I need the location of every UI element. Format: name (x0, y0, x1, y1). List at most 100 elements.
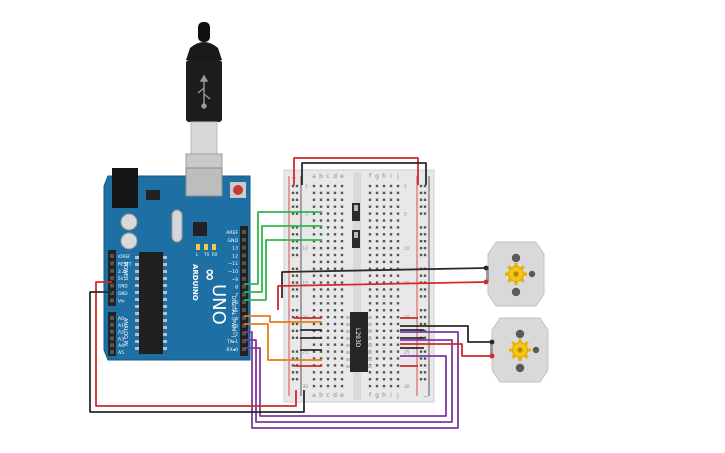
breadboard-hole[interactable] (382, 212, 386, 215)
power-pin-socket[interactable] (110, 261, 114, 266)
breadboard-hole[interactable] (333, 246, 337, 250)
rail-hole[interactable] (291, 371, 295, 374)
breadboard-hole[interactable] (389, 233, 393, 236)
rail-hole[interactable] (295, 191, 299, 195)
breadboard-hole[interactable] (319, 288, 323, 291)
breadboard-hole[interactable] (333, 322, 337, 326)
breadboard-hole[interactable] (396, 246, 400, 250)
rail-hole[interactable] (291, 378, 295, 381)
breadboard-hole[interactable] (382, 364, 386, 367)
breadboard-hole[interactable] (312, 295, 316, 298)
breadboard-hole[interactable] (396, 343, 400, 346)
wire-motor2-black[interactable] (400, 325, 492, 343)
rail-hole[interactable] (423, 315, 427, 319)
breadboard-hole[interactable] (340, 240, 344, 243)
breadboard-hole[interactable] (326, 281, 330, 284)
breadboard-hole[interactable] (382, 378, 386, 381)
rail-hole[interactable] (295, 336, 299, 339)
rail-hole[interactable] (291, 184, 295, 188)
rail-hole[interactable] (419, 191, 423, 195)
breadboard-hole[interactable] (389, 219, 393, 222)
breadboard-hole[interactable] (326, 191, 330, 195)
wire-motor2-red[interactable] (400, 343, 492, 357)
breadboard-hole[interactable] (340, 329, 344, 333)
rail-hole[interactable] (295, 233, 299, 236)
breadboard-hole[interactable] (389, 329, 393, 333)
breadboard-hole[interactable] (312, 240, 316, 243)
rail-hole[interactable] (419, 357, 423, 360)
breadboard-hole[interactable] (340, 350, 344, 353)
breadboard-hole[interactable] (312, 184, 316, 188)
wire-gnd-black[interactable] (89, 291, 305, 413)
analog-pin-socket[interactable] (110, 316, 114, 320)
breadboard-hole[interactable] (326, 371, 330, 374)
breadboard-hole[interactable] (340, 309, 344, 312)
rail-hole[interactable] (295, 246, 299, 250)
digital-pin-socket[interactable] (242, 347, 246, 351)
breadboard-hole[interactable] (382, 226, 386, 229)
rail-hole[interactable] (291, 309, 295, 312)
rail-hole[interactable] (423, 309, 427, 312)
rail-hole[interactable] (295, 329, 299, 333)
breadboard-hole[interactable] (389, 198, 393, 201)
breadboard-hole[interactable] (340, 315, 344, 319)
rail-hole[interactable] (291, 191, 295, 195)
breadboard-hole[interactable] (375, 260, 379, 264)
breadboard-hole[interactable] (382, 274, 386, 277)
rail-hole[interactable] (423, 246, 427, 250)
breadboard-hole[interactable] (326, 267, 330, 270)
wire-purple-1[interactable] (244, 331, 459, 429)
breadboard-hole[interactable] (312, 309, 316, 312)
breadboard-hole[interactable] (319, 343, 323, 346)
motor1-terminal-red[interactable] (483, 279, 489, 285)
breadboard-hole[interactable] (333, 315, 337, 319)
breadboard-hole[interactable] (333, 350, 337, 353)
breadboard-hole[interactable] (333, 198, 337, 201)
breadboard-hole[interactable] (389, 240, 393, 243)
breadboard-hole[interactable] (319, 260, 323, 264)
breadboard-hole[interactable] (326, 350, 330, 353)
breadboard-hole[interactable] (340, 198, 344, 201)
breadboard-hole[interactable] (333, 357, 337, 360)
breadboard-hole[interactable] (340, 302, 344, 305)
breadboard-hole[interactable] (326, 384, 330, 388)
breadboard-hole[interactable] (396, 378, 400, 381)
rail-hole[interactable] (291, 240, 295, 243)
breadboard-hole[interactable] (375, 302, 379, 305)
rail-hole[interactable] (423, 378, 427, 381)
breadboard-hole[interactable] (312, 253, 316, 257)
breadboard-hole[interactable] (375, 295, 379, 298)
breadboard-hole[interactable] (375, 246, 379, 250)
breadboard-hole[interactable] (333, 329, 337, 333)
wire-5v-red[interactable] (95, 281, 297, 407)
breadboard-hole[interactable] (326, 357, 330, 360)
breadboard-hole[interactable] (382, 281, 386, 284)
rail-hole[interactable] (291, 357, 295, 360)
breadboard-hole[interactable] (375, 315, 379, 319)
rail-hole[interactable] (295, 212, 299, 215)
breadboard-hole[interactable] (389, 364, 393, 367)
breadboard-hole[interactable] (312, 198, 316, 201)
breadboard-hole[interactable] (326, 253, 330, 257)
breadboard-hole[interactable] (389, 384, 393, 388)
rail-hole[interactable] (423, 329, 427, 333)
rail-hole[interactable] (423, 212, 427, 215)
rail-hole[interactable] (291, 364, 295, 367)
breadboard-hole[interactable] (382, 191, 386, 195)
breadboard-hole[interactable] (368, 274, 372, 277)
breadboard-hole[interactable] (396, 233, 400, 236)
breadboard-hole[interactable] (389, 350, 393, 353)
breadboard-hole[interactable] (333, 295, 337, 298)
breadboard-hole[interactable] (333, 384, 337, 388)
breadboard-hole[interactable] (382, 384, 386, 388)
breadboard-hole[interactable] (333, 343, 337, 346)
breadboard-hole[interactable] (340, 288, 344, 291)
rail-hole[interactable] (295, 205, 299, 208)
breadboard-hole[interactable] (319, 281, 323, 284)
breadboard-hole[interactable] (326, 219, 330, 222)
breadboard-hole[interactable] (389, 302, 393, 305)
power-pin-socket[interactable] (110, 268, 114, 273)
breadboard-hole[interactable] (340, 378, 344, 381)
breadboard-hole[interactable] (396, 288, 400, 291)
breadboard-hole[interactable] (312, 267, 316, 270)
